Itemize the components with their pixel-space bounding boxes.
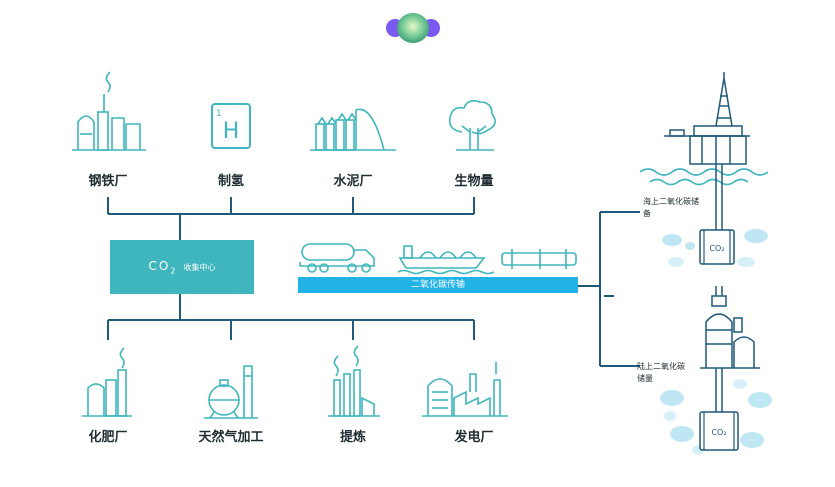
offshore-storage-label: 海上二氧化碳储 备: [643, 197, 699, 218]
onshore-storage-label: 陆上二氧化碳 储量: [637, 362, 685, 383]
pipeline-icon: [501, 249, 577, 269]
sea-waves: [639, 168, 769, 186]
co2-transport-bar: 二氧化碳传输: [298, 277, 578, 293]
label-hydrogen: 制氢: [217, 174, 245, 189]
biomass-tree-icon: [448, 100, 496, 151]
offshore-reservoir: CO₂: [662, 229, 768, 267]
offshore-co2-tag: CO₂: [709, 244, 724, 253]
onshore-storage-icon: [700, 286, 760, 412]
onshore-reservoir: CO₂: [660, 379, 772, 455]
cement-plant-icon: [310, 108, 396, 151]
steel-plant-icon: [72, 71, 146, 151]
hub-text: 收集中心: [183, 262, 216, 272]
label-gas-processing: 天然气加工: [198, 430, 264, 445]
refinery-icon: [328, 345, 380, 417]
power-plant-icon: [422, 362, 508, 417]
truck-icon: [299, 243, 375, 273]
svg-text:1: 1: [216, 109, 222, 119]
onshore-co2-tag: CO₂: [711, 428, 726, 437]
label-power-plant: 发电厂: [454, 430, 494, 445]
label-fertilizer-plant: 化肥厂: [88, 430, 128, 445]
connector-lines: [107, 197, 640, 367]
label-refinery: 提炼: [339, 430, 367, 445]
co2-collection-center: CO2 收集中心: [110, 240, 254, 294]
label-biomass: 生物量: [454, 174, 494, 189]
gas-processing-icon: [204, 365, 258, 419]
svg-text:H: H: [223, 119, 240, 144]
label-cement-plant: 水泥厂: [333, 174, 373, 189]
offshore-well-pipe: [715, 164, 723, 232]
label-steel-plant: 钢铁厂: [88, 174, 128, 189]
logo-icon: [386, 13, 440, 43]
offshore-rig-icon: [664, 72, 750, 165]
hub-co2: CO2: [148, 258, 178, 276]
fertilizer-plant-icon: [82, 347, 132, 417]
hydrogen-icon: 1 H: [211, 103, 251, 149]
ship-icon: [397, 245, 495, 275]
